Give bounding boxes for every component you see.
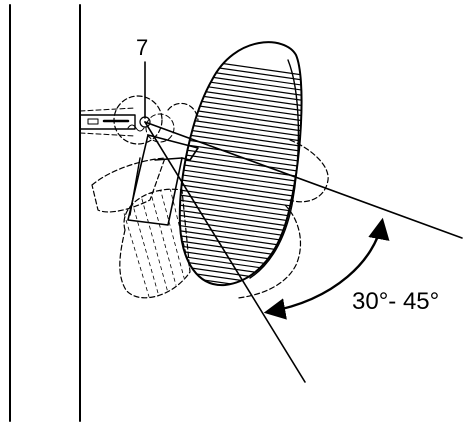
grille-slat <box>179 106 302 133</box>
angle-arc-arrow <box>263 217 390 320</box>
grille-slat <box>179 126 302 154</box>
grille-slat <box>179 167 302 194</box>
grille-slat <box>179 238 302 266</box>
angle-reference-lines <box>144 121 463 383</box>
wall <box>9 4 81 422</box>
grille-slat <box>179 75 302 103</box>
grille-slat <box>179 218 302 245</box>
grille-slat <box>179 65 302 92</box>
angle-label: 30°- 45° <box>352 288 439 315</box>
grille-slat <box>179 249 302 276</box>
grille-slat <box>179 187 302 215</box>
pivot-joint <box>113 95 175 145</box>
grille-slat <box>170 291 310 316</box>
grille-slat <box>179 228 302 256</box>
grille-slat <box>179 147 302 174</box>
grille-slat <box>179 269 302 286</box>
grille-slat <box>179 208 302 235</box>
wall-bracket <box>79 107 136 137</box>
grille-slat <box>179 157 302 184</box>
grille-slat <box>179 55 302 82</box>
fan-grille-slats <box>170 55 310 316</box>
grille-slat <box>179 198 302 225</box>
grille-slat <box>179 85 302 113</box>
grille-slat <box>179 136 302 164</box>
fan-head <box>170 41 310 316</box>
grille-slat <box>179 96 302 123</box>
grille-slat <box>179 177 302 205</box>
grille-slat <box>179 279 302 286</box>
callout-7: 7 <box>136 35 148 119</box>
grille-slat <box>179 116 302 143</box>
callout-number: 7 <box>136 35 148 60</box>
ghost-hatching <box>119 189 190 298</box>
